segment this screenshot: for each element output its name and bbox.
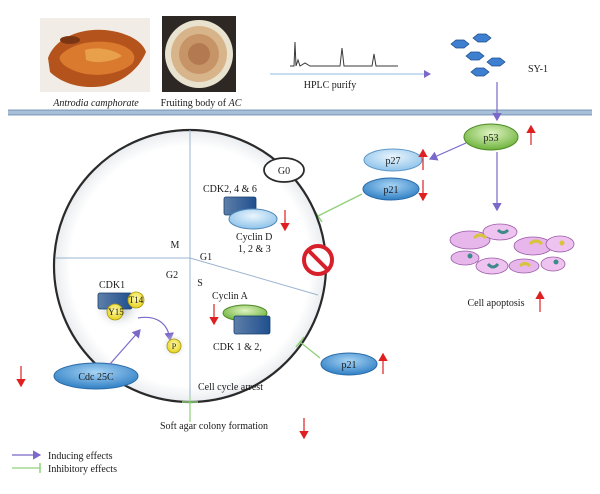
t14-site: [127, 291, 145, 309]
fruiting-body-caption: Fruiting body of AC: [161, 98, 242, 109]
fruiting-body-photo: [162, 16, 236, 92]
phase-g2-label: G2: [166, 270, 178, 281]
p21-lower-label: p21: [342, 360, 357, 371]
p53-label: p53: [484, 133, 499, 144]
y15-site: [106, 303, 124, 321]
g0-circle: [263, 157, 305, 183]
cdk12-label: CDK 1 & 2,: [213, 342, 262, 353]
cdk1-label: CDK1: [99, 280, 125, 291]
g0-label: G0: [278, 166, 290, 177]
legend-inducing-label: Inducing effects: [48, 451, 113, 462]
prohibited-icon: [302, 244, 334, 276]
cell-cycle-arrest-label: Cell cycle arrest: [198, 382, 263, 393]
section-divider: [8, 110, 592, 115]
cdc25c-to-cdk1-arrow: [109, 329, 141, 365]
p53-node: [463, 123, 519, 151]
p21-lower-node: [320, 352, 378, 376]
sy1-label: SY-1: [528, 64, 548, 75]
sy1-compound-icon: [450, 33, 506, 77]
phosphate-label: P: [172, 342, 177, 351]
cdc25c-label: Cdc 25C: [78, 372, 114, 383]
t14-label: T14: [129, 295, 144, 305]
antrodia-photo: [40, 18, 150, 92]
phase-s-label: S: [197, 278, 203, 289]
y15-label: Y15: [108, 307, 124, 317]
cyclin-d-oval: [228, 208, 278, 230]
phase-g1-label: G1: [200, 252, 212, 263]
cyclin-d-isoforms-label: 1, 2 & 3: [238, 244, 271, 255]
hplc-chromatogram: [290, 41, 398, 67]
cdc25c-node: [53, 362, 139, 390]
cyclin-d-label: Cyclin D: [236, 232, 272, 243]
p21-inhibit-g1-line: [317, 193, 363, 217]
p27-label: p27: [386, 156, 401, 167]
cdk246-label: CDK2, 4 & 6: [203, 184, 257, 195]
phosphate-site: [166, 338, 182, 354]
p21-upper-label: p21: [384, 185, 399, 196]
phase-m-label: M: [171, 240, 180, 251]
apoptosis-label: Cell apoptosis: [468, 298, 525, 309]
p27-node: [363, 148, 423, 172]
legend-inhibitory-label: Inhibitory effects: [48, 464, 117, 475]
cdk12-block: [233, 315, 271, 335]
p21-inhibit-s-line: [299, 341, 321, 359]
soft-agar-label: Soft agar colony formation: [160, 421, 268, 432]
cyclin-a-label: Cyclin A: [212, 291, 249, 302]
p53-to-p27-arrow: [428, 142, 467, 161]
antrodia-caption: Antrodia camphorate: [52, 98, 139, 109]
p21-upper-node: [362, 177, 420, 201]
hplc-label: HPLC purify: [304, 80, 357, 91]
apoptosis-cells-illustration: [449, 223, 575, 275]
